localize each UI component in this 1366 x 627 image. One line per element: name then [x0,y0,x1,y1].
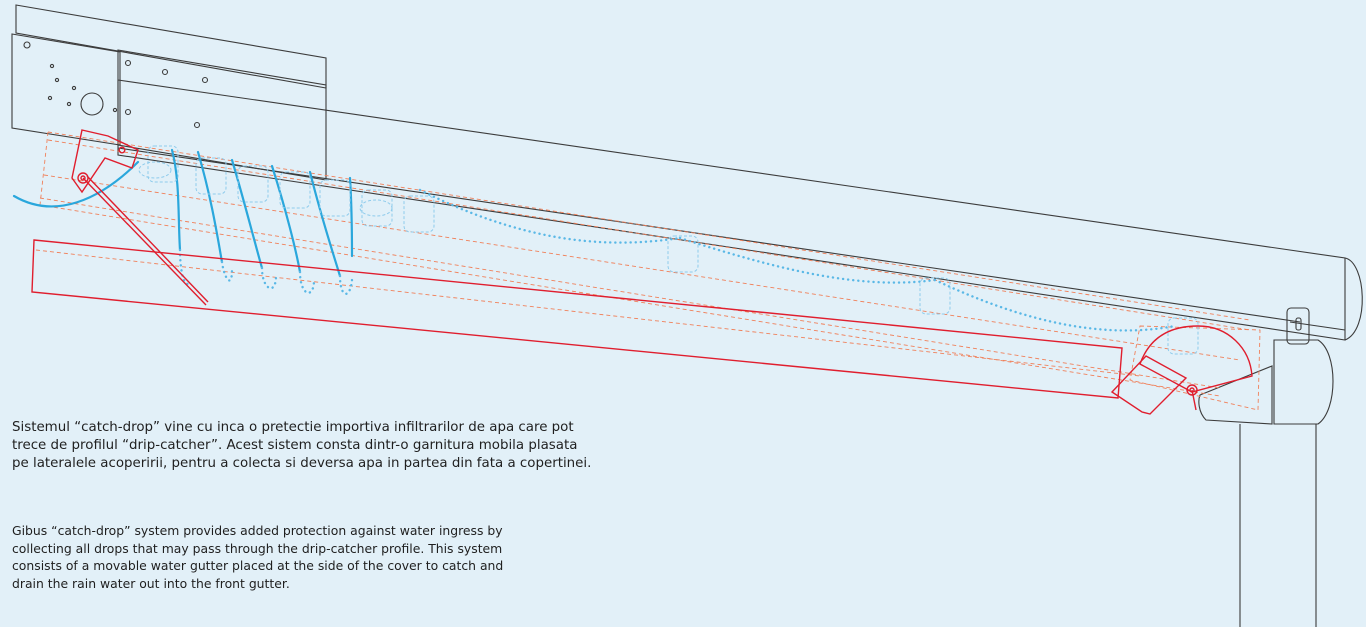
roof-profile [117,79,1363,341]
catch-drop-gutter [31,129,1253,415]
front-post-and-gutter [1198,307,1334,627]
description-ro-line: pe lateralele acoperirii, pentru a colec… [12,456,592,471]
description-romanian: Sistemul “catch-drop” vine cu inca o pre… [12,419,591,473]
description-en-line: drain the rain water out into the front … [12,575,290,591]
description-ro-line: Sistemul “catch-drop” vine cu inca o pre… [12,420,574,435]
description-en-line: Gibus “catch-drop” system provides added… [12,523,503,538]
water-drip-path [12,145,1199,355]
description-english: Gibus “catch-drop” system provides added… [12,522,503,592]
rear-wall-bracket [11,4,327,181]
description-en-line: consists of a movable water gutter place… [12,558,504,573]
hidden-positions [35,131,1261,411]
description-en-line: collecting all drops that may pass throu… [12,540,503,556]
description-ro-line: trece de profilul “drip-catcher”. Acest … [12,438,578,453]
